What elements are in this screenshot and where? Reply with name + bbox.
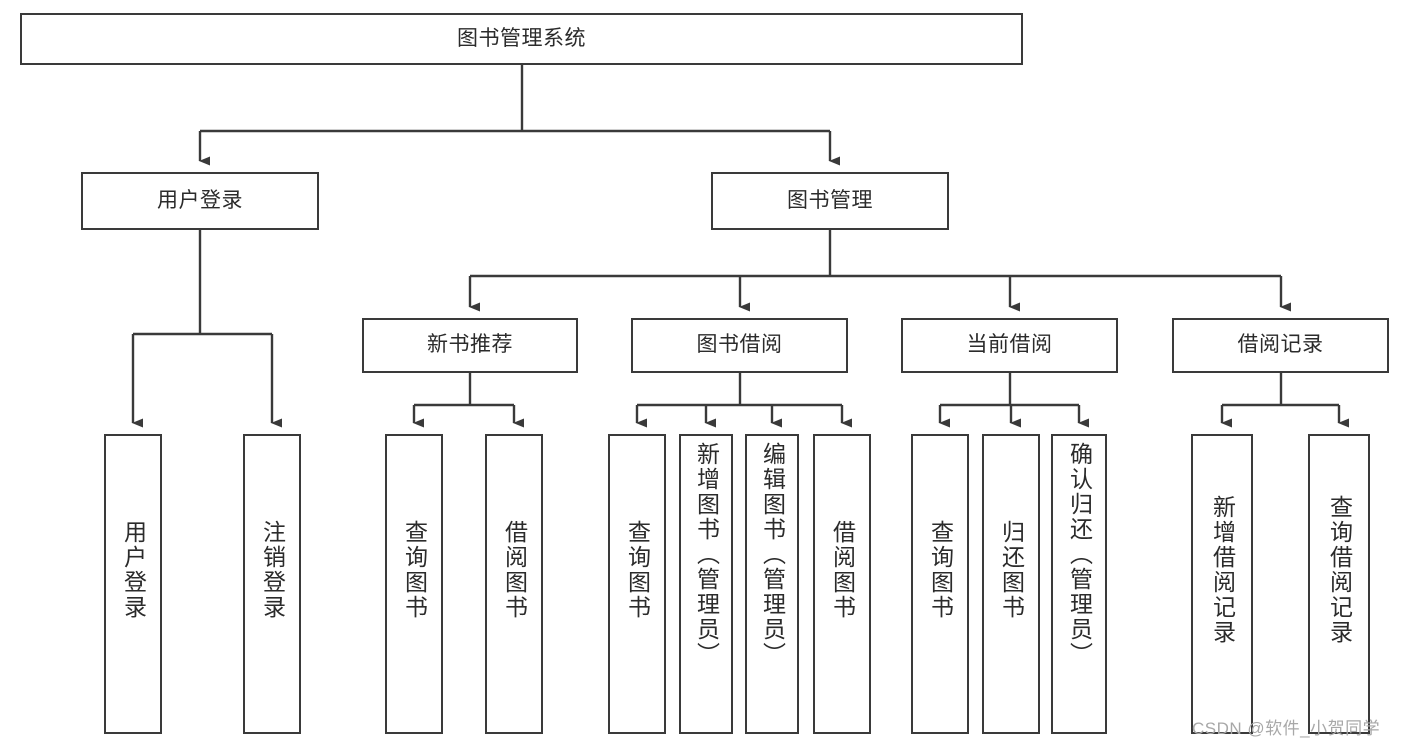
- node-label: 当前借阅: [966, 333, 1053, 357]
- node-label: 新书推荐: [427, 333, 513, 357]
- node-label: 用户登录: [157, 188, 243, 212]
- leaf-node-leaf-user-login[interactable]: 用户登录: [104, 434, 162, 734]
- leaf-node-leaf-query-record[interactable]: 查询借阅记录: [1308, 434, 1370, 734]
- node-label: 借阅图书: [501, 520, 528, 620]
- level1-node-user-login[interactable]: 用户登录: [81, 172, 319, 230]
- node-label: 新增图书（管理员）: [693, 442, 720, 667]
- level2-node-book-borrow[interactable]: 图书借阅: [631, 318, 848, 373]
- level2-node-borrow-record[interactable]: 借阅记录: [1172, 318, 1389, 373]
- node-label: 查询借阅记录: [1326, 495, 1353, 645]
- node-label: 图书借阅: [696, 333, 783, 357]
- leaf-node-leaf-query-book-2[interactable]: 查询图书: [608, 434, 666, 734]
- level2-node-current-borrow[interactable]: 当前借阅: [901, 318, 1118, 373]
- leaf-node-leaf-return-book[interactable]: 归还图书: [982, 434, 1040, 734]
- node-label: 新增借阅记录: [1209, 495, 1236, 645]
- node-label: 借阅记录: [1237, 333, 1324, 357]
- node-label: 查询图书: [624, 520, 651, 620]
- leaf-node-leaf-add-book[interactable]: 新增图书（管理员）: [679, 434, 733, 734]
- leaf-node-leaf-confirm-return[interactable]: 确认归还（管理员）: [1051, 434, 1107, 734]
- root-node-root[interactable]: 图书管理系统: [20, 13, 1023, 65]
- leaf-node-leaf-query-book-1[interactable]: 查询图书: [385, 434, 443, 734]
- leaf-node-leaf-add-record[interactable]: 新增借阅记录: [1191, 434, 1253, 734]
- level2-node-new-book-recommend[interactable]: 新书推荐: [362, 318, 578, 373]
- level1-node-book-manage[interactable]: 图书管理: [711, 172, 949, 230]
- leaf-node-leaf-logout[interactable]: 注销登录: [243, 434, 301, 734]
- node-label: 编辑图书（管理员）: [759, 442, 786, 667]
- leaf-node-leaf-edit-book[interactable]: 编辑图书（管理员）: [745, 434, 799, 734]
- node-label: 注销登录: [259, 520, 286, 620]
- node-label: 图书管理系统: [457, 26, 586, 50]
- node-label: 归还图书: [998, 520, 1025, 620]
- leaf-node-leaf-borrow-book-2[interactable]: 借阅图书: [813, 434, 871, 734]
- leaf-node-leaf-query-book-3[interactable]: 查询图书: [911, 434, 969, 734]
- leaf-node-leaf-borrow-book-1[interactable]: 借阅图书: [485, 434, 543, 734]
- watermark-text: CSDN @软件_小贺同学: [1192, 719, 1381, 738]
- node-label: 借阅图书: [829, 520, 856, 620]
- node-label: 查询图书: [927, 520, 954, 620]
- node-label: 查询图书: [401, 520, 428, 620]
- node-label: 确认归还（管理员）: [1066, 442, 1093, 667]
- node-label: 图书管理: [787, 188, 873, 212]
- node-label: 用户登录: [120, 520, 147, 620]
